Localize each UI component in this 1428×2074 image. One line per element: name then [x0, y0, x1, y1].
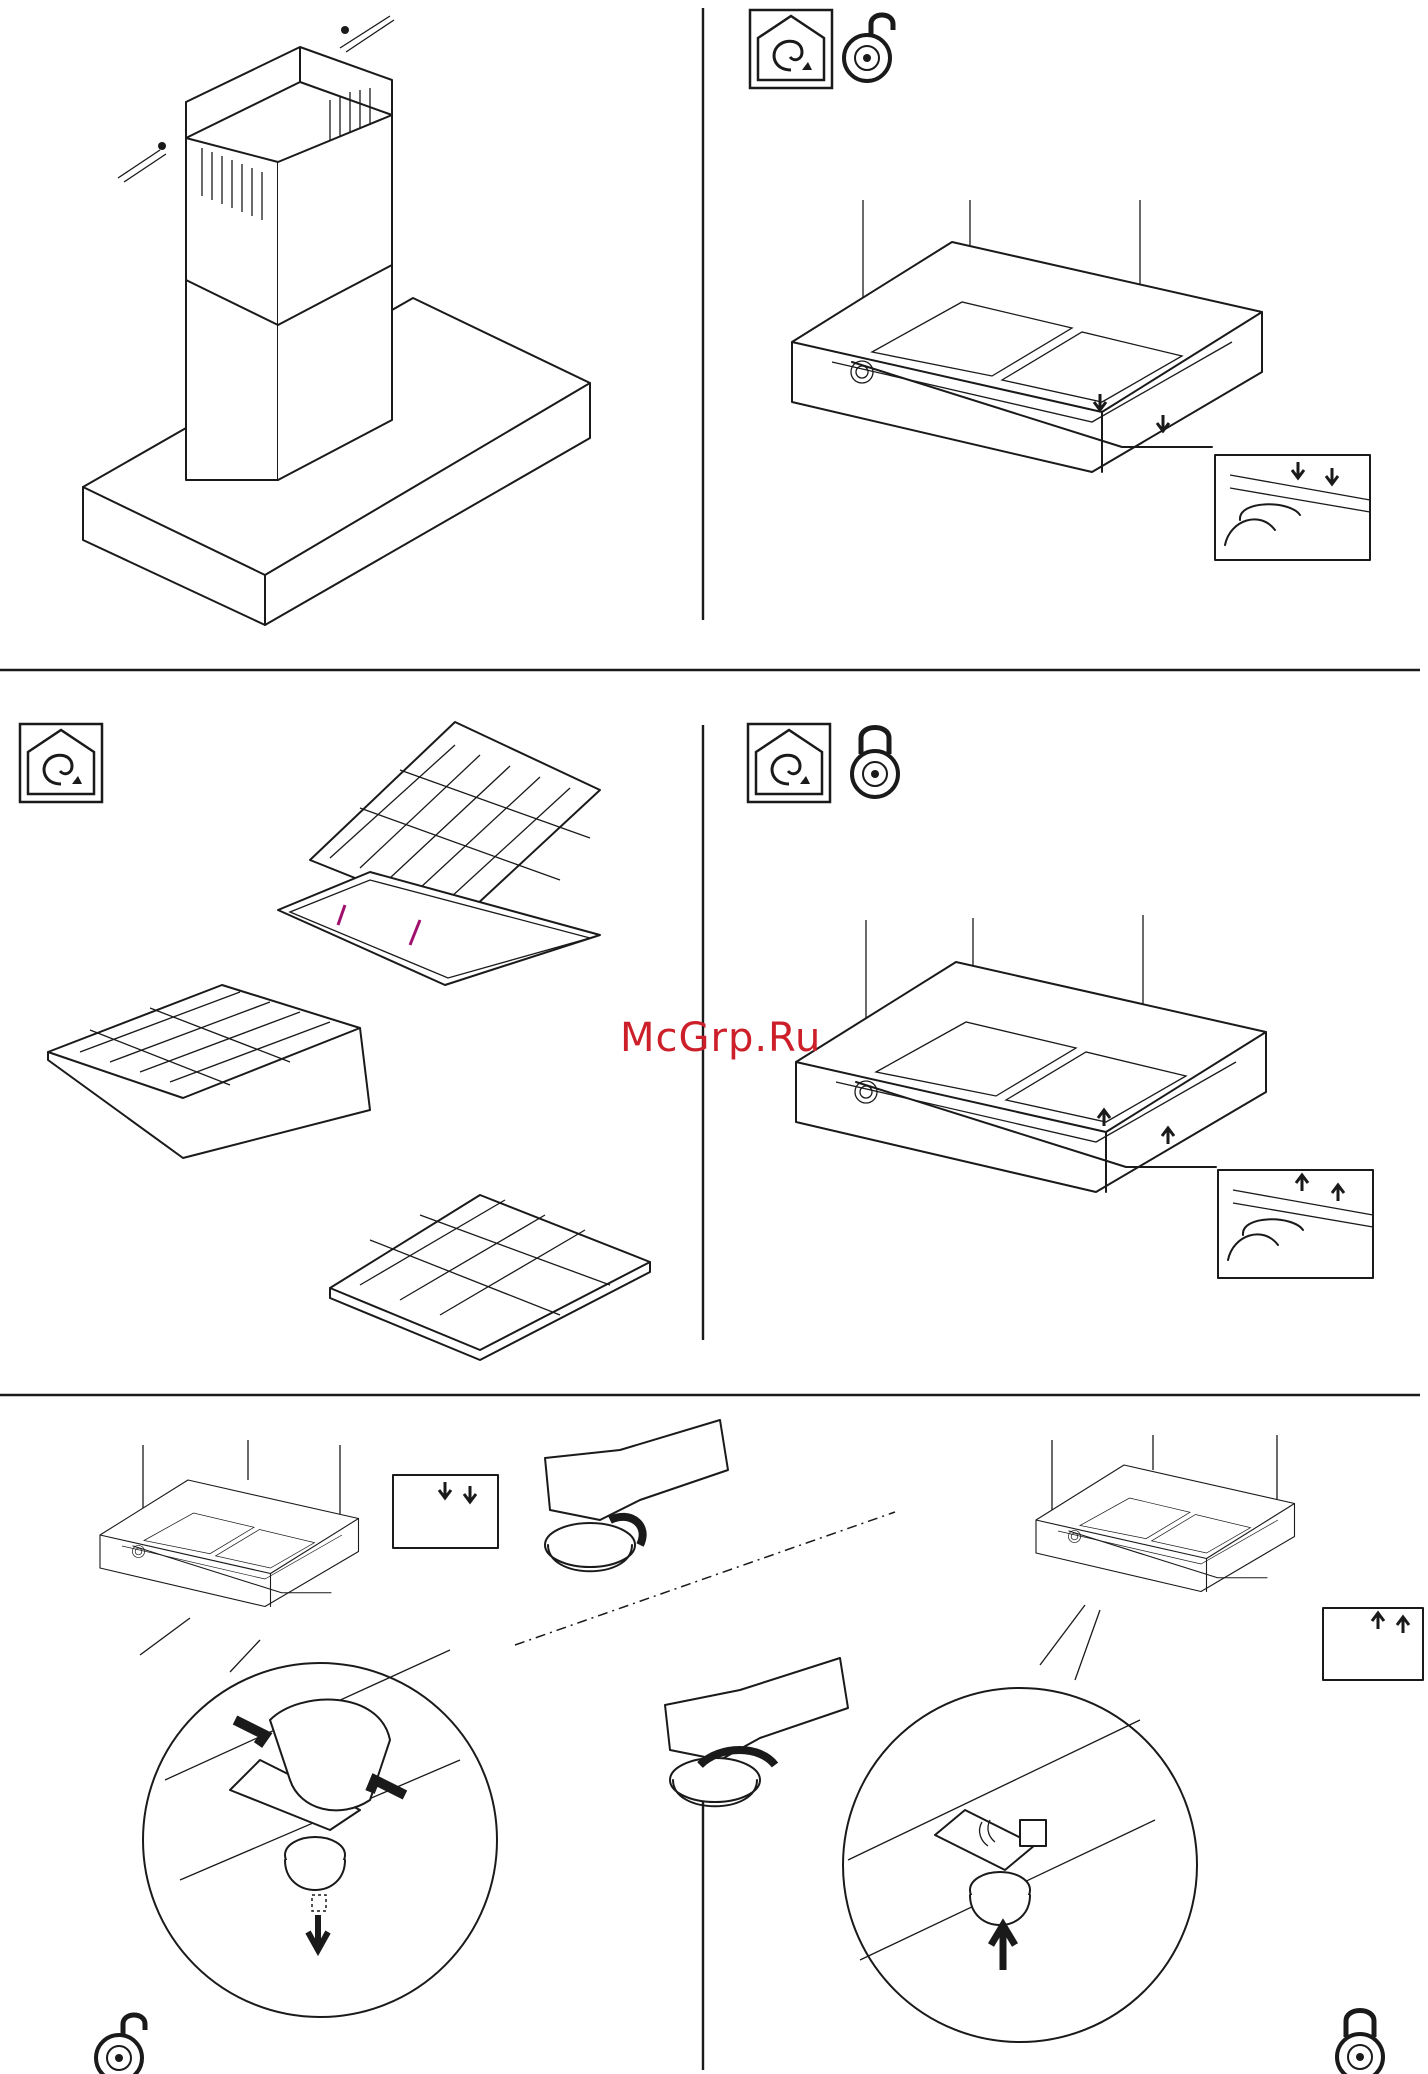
- unlocked-padlock-icon: [96, 2015, 145, 2074]
- recirculation-icon: [20, 724, 102, 802]
- carbon-filter-illustration: [48, 722, 650, 1360]
- lamp-insert-illustration: [843, 1435, 1423, 2042]
- recirculation-icon: [748, 724, 830, 802]
- locked-padlock-icon: [1337, 2011, 1383, 2074]
- watermark: McGrp.Ru: [620, 1015, 820, 1061]
- open-panel-illustration: [792, 200, 1370, 560]
- close-panel-illustration: [796, 915, 1373, 1278]
- lamp-removal-illustration: [100, 1440, 498, 2017]
- unlocked-padlock-icon: [844, 15, 893, 81]
- recirculation-icon: [750, 10, 832, 88]
- chimney-fitting-illustration: [83, 16, 590, 625]
- lamp-rotate-illustration: [515, 1420, 895, 1806]
- locked-padlock-icon: [852, 728, 898, 798]
